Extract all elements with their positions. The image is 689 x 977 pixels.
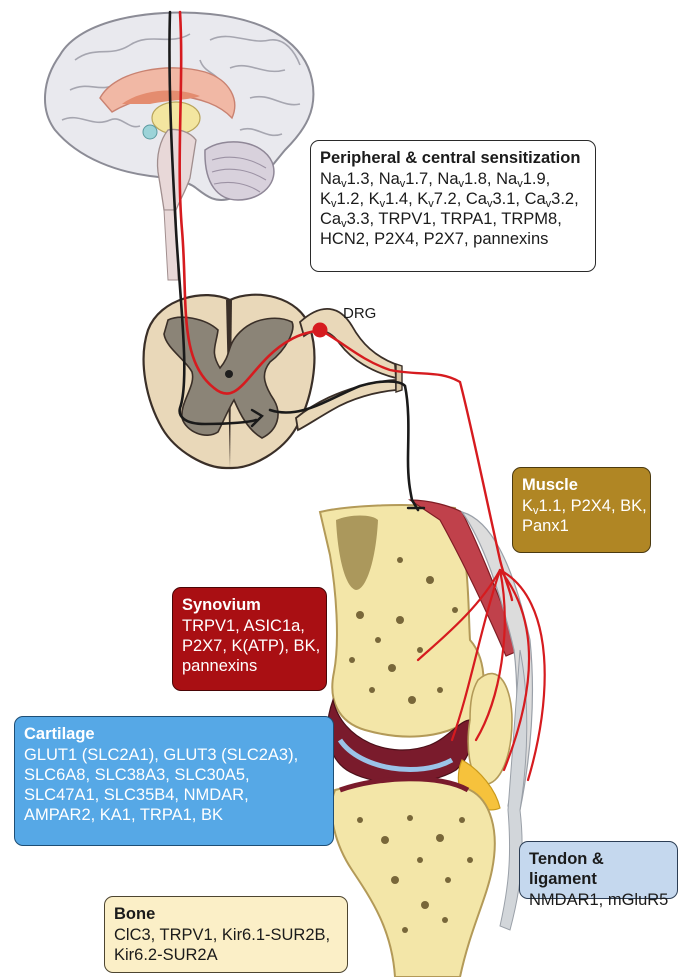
- box-line: NMDAR1, mGluR5: [529, 890, 668, 910]
- box-line: SLC47A1, SLC35B4, NMDAR,: [24, 785, 324, 805]
- box-title: Tendon & ligament: [529, 849, 668, 889]
- box-line: AMPAR2, KA1, TRPA1, BK: [24, 805, 324, 825]
- box-line: ClC3, TRPV1, Kir6.1-SUR2B,: [114, 925, 338, 945]
- cartilage-box: Cartilage GLUT1 (SLC2A1), GLUT3 (SLC2A3)…: [14, 716, 334, 846]
- muscle-box: Muscle Kv1.1, P2X4, BK, Panx1: [512, 467, 651, 553]
- box-line: TRPV1, ASIC1a,: [182, 616, 317, 636]
- bone-box: Bone ClC3, TRPV1, Kir6.1-SUR2B, Kir6.2-S…: [104, 896, 348, 973]
- box-line: P2X7, K(ATP), BK,: [182, 636, 317, 656]
- box-line: Kv1.2, Kv1.4, Kv7.2, Cav3.1, Cav3.2,: [320, 189, 586, 209]
- box-title: Synovium: [182, 595, 317, 615]
- tendon-ligament-box: Tendon & ligament NMDAR1, mGluR5: [519, 841, 678, 899]
- box-line: Cav3.3, TRPV1, TRPA1, TRPM8,: [320, 209, 586, 229]
- drg-label: DRG: [343, 305, 376, 322]
- box-title: Muscle: [522, 475, 641, 495]
- box-line: HCN2, P2X4, P2X7, pannexins: [320, 229, 586, 249]
- spinal-cord-cross-section: [144, 295, 315, 468]
- synovium-box: Synovium TRPV1, ASIC1a, P2X7, K(ATP), BK…: [172, 587, 327, 691]
- box-line: Nav1.3, Nav1.7, Nav1.8, Nav1.9,: [320, 169, 586, 189]
- box-line: SLC6A8, SLC38A3, SLC30A5,: [24, 765, 324, 785]
- box-title: Bone: [114, 904, 338, 924]
- box-line: Kv1.1, P2X4, BK,: [522, 496, 641, 516]
- box-line: GLUT1 (SLC2A1), GLUT3 (SLC2A3),: [24, 745, 324, 765]
- box-title: Cartilage: [24, 724, 324, 744]
- box-line: Panx1: [522, 516, 641, 536]
- box-line: pannexins: [182, 656, 317, 676]
- peripheral-central-sensitization-box: Peripheral & central sensitization Nav1.…: [310, 140, 596, 272]
- box-line: Kir6.2-SUR2A: [114, 945, 338, 965]
- box-title: Peripheral & central sensitization: [320, 148, 586, 168]
